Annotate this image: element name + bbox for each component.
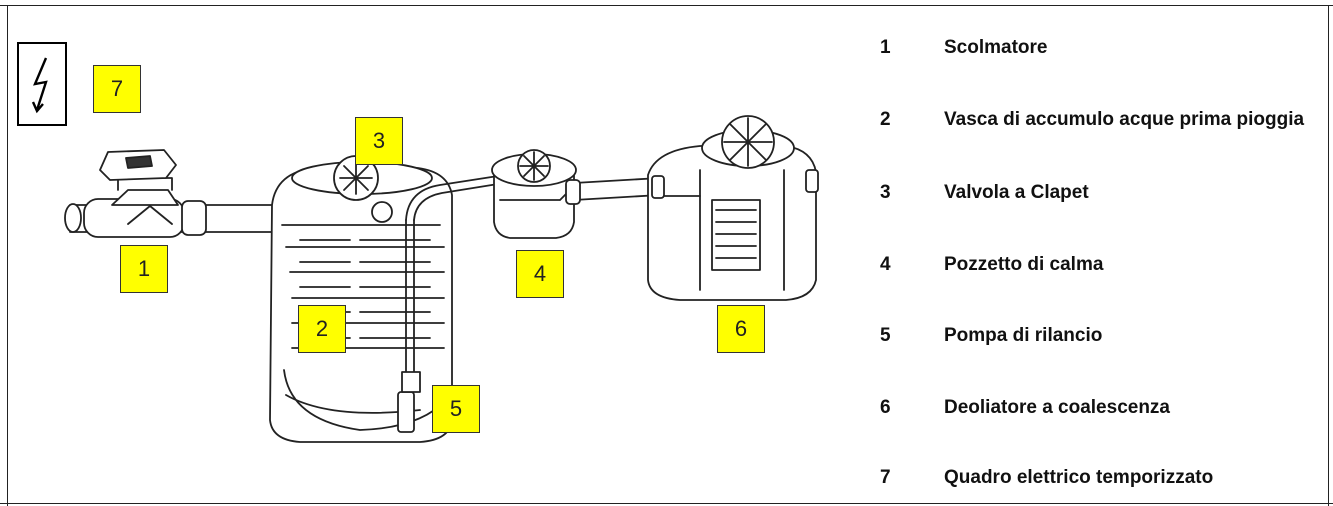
tag-4: 4 [516, 250, 564, 298]
legend-item-2: 2 Vasca di accumulo acque prima pioggia [880, 89, 1320, 151]
frame-bottom-border [0, 503, 1333, 504]
legend-number: 6 [880, 397, 891, 418]
legend-item-5: 5 Pompa di rilancio [880, 318, 1320, 354]
electric-panel-symbol [17, 42, 67, 126]
legend-item-6: 6 Deoliatore a coalescenza [880, 390, 1320, 426]
frame-right-border [1328, 5, 1329, 506]
legend-item-3: 3 Valvola a Clapet [880, 175, 1320, 211]
oil-separator [647, 115, 819, 301]
legend-item-1: 1 Scolmatore [880, 30, 1320, 66]
legend-label: Valvola a Clapet [944, 182, 1089, 203]
legend-label: Vasca di accumulo acque prima pioggia [944, 109, 1305, 130]
legend-number: 1 [880, 37, 891, 58]
legend-label: Quadro elettrico temporizzato [944, 467, 1214, 488]
legend-number: 3 [880, 182, 891, 203]
tag-7: 7 [93, 65, 141, 113]
legend-item-4: 4 Pozzetto di calma [880, 247, 1320, 283]
tag-2: 2 [298, 305, 346, 353]
legend-number: 5 [880, 325, 891, 346]
tag-5: 5 [432, 385, 480, 433]
legend-number: 2 [880, 109, 891, 130]
legend-number: 7 [880, 467, 891, 488]
calming-well [491, 149, 577, 239]
lightning-bolt-icon [31, 57, 48, 114]
pump-riser [397, 175, 499, 433]
legend-label: Pozzetto di calma [944, 254, 1104, 275]
outlet-pipe [565, 177, 661, 205]
legend-item-7: 7 Quadro elettrico temporizzato [880, 460, 1320, 496]
legend-label: Scolmatore [944, 37, 1048, 58]
system-drawing [64, 115, 819, 443]
tag-6: 6 [717, 305, 765, 353]
frame-left-border [7, 5, 8, 506]
tag-1: 1 [120, 245, 168, 293]
frame-top-border [0, 5, 1333, 6]
legend-label: Pompa di rilancio [944, 325, 1103, 346]
legend-label: Deoliatore a coalescenza [944, 397, 1170, 418]
tag-3: 3 [355, 117, 403, 165]
legend-number: 4 [880, 254, 891, 275]
overflow-separator [99, 149, 179, 225]
